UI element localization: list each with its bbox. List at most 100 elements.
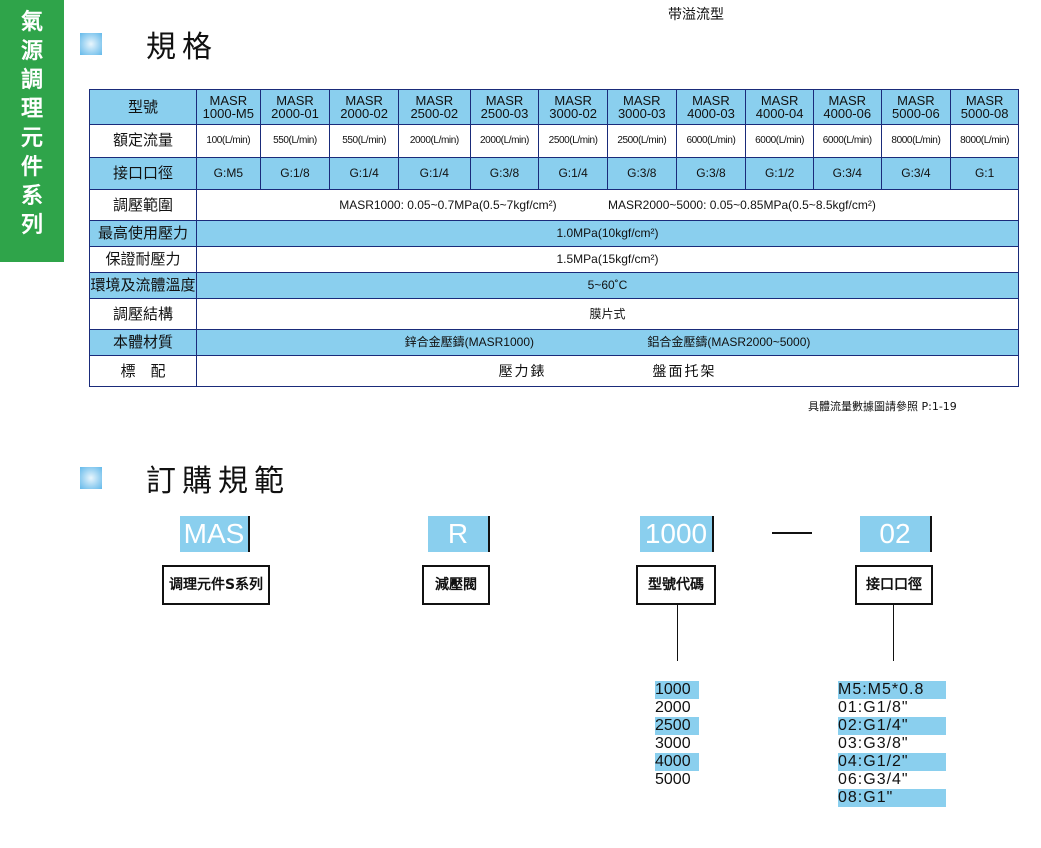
product-type-note: 带溢流型	[668, 7, 724, 23]
separator-dash	[772, 532, 812, 534]
label-regulator: 減壓閥	[422, 565, 490, 605]
list-item: 1000	[655, 681, 699, 699]
specs-section-title: 規格	[146, 30, 218, 65]
port-cell: G:3/8	[606, 156, 677, 191]
code-regulator: R	[428, 516, 490, 552]
port-cell: G:1	[950, 156, 1019, 191]
port-row: 接口口徑 G:M5 G:1/8 G:1/4 G:1/4 G:3/8 G:1/4 …	[88, 156, 1019, 191]
flow-cell: 6000(L/min)	[812, 124, 882, 158]
section-square-icon	[80, 467, 102, 489]
port-cell: G:1/4	[538, 156, 608, 191]
port-cell: G:3/4	[880, 156, 952, 191]
port-cell: G:1/4	[397, 156, 471, 191]
list-item: 03:G3/8"	[838, 735, 909, 752]
flow-chart-reference-note: 具體流量數據圖請參照 P:1-19	[808, 400, 957, 413]
flow-row: 額定流量 100(L/min) 550(L/min) 550(L/min) 20…	[88, 124, 1019, 158]
port-cell: G:3/8	[675, 156, 747, 191]
list-item: 02:G1/4"	[838, 717, 946, 735]
model-options-list: 1000 2000 2500 3000 4000 5000	[655, 681, 699, 789]
material-zinc: 鋅合金壓鑄(MASR1000)	[404, 335, 534, 350]
side-tab-char: 調	[20, 68, 43, 93]
section-square-icon	[80, 33, 102, 55]
flow-cell: 6000(L/min)	[745, 124, 814, 158]
flow-cell: 6000(L/min)	[675, 124, 747, 158]
port-cell: G:M5	[196, 156, 261, 191]
list-item: 2500	[655, 717, 699, 735]
list-item: 5000	[655, 771, 691, 788]
row-label: 保證耐壓力	[88, 245, 198, 273]
list-item: 01:G1/8"	[838, 699, 909, 716]
side-tab-char: 件	[20, 155, 43, 180]
row-label: 型號	[88, 89, 198, 125]
label-port: 接口口徑	[855, 565, 933, 605]
pressure-range-cell: MASR1000: 0.05~0.7MPa(0.5~7kgf/cm²) MASR…	[196, 189, 1019, 221]
row-label: 接口口徑	[88, 156, 198, 191]
flow-cell: 2000(L/min)	[469, 124, 540, 158]
code-model: 1000	[640, 516, 714, 552]
flow-cell: 2500(L/min)	[538, 124, 608, 158]
label-model: 型號代碼	[636, 565, 716, 605]
side-tab-char: 列	[20, 213, 43, 238]
flow-cell: 550(L/min)	[329, 124, 399, 158]
flow-cell: 8000(L/min)	[950, 124, 1019, 158]
list-item: M5:M5*0.8	[838, 681, 946, 699]
material-cell: 鋅合金壓鑄(MASR1000) 鋁合金壓鑄(MASR2000~5000)	[196, 329, 1019, 357]
flow-cell: 100(L/min)	[196, 124, 261, 158]
side-tab-char: 理	[20, 97, 43, 122]
temperature-row: 環境及流體溫度 5~60˚C	[88, 271, 1019, 299]
proof-pressure-cell: 1.5MPa(15kgf/cm²)	[196, 245, 1019, 273]
order-section-header: 訂購規範	[80, 456, 290, 500]
max-pressure-cell: 1.0MPa(10kgf/cm²)	[196, 219, 1019, 247]
flow-cell: 2500(L/min)	[606, 124, 677, 158]
range-masr1000: MASR1000: 0.05~0.7MPa(0.5~7kgf/cm²)	[339, 197, 557, 212]
temperature-cell: 5~60˚C	[196, 271, 1019, 299]
side-tab-char: 元	[20, 126, 43, 151]
accessory-pressure-gauge: 壓力錶	[498, 362, 547, 379]
port-options-list: M5:M5*0.8 01:G1/8" 02:G1/4" 03:G3/8" 04:…	[838, 681, 946, 807]
model-connector-line	[677, 605, 678, 661]
port-cell: G:1/8	[259, 156, 331, 191]
row-label: 環境及流體溫度	[88, 271, 198, 299]
port-cell: G:1/2	[745, 156, 814, 191]
max-pressure-row: 最高使用壓力 1.0MPa(10kgf/cm²)	[88, 219, 1019, 247]
material-aluminium: 鋁合金壓鑄(MASR2000~5000)	[647, 335, 811, 350]
list-item: 06:G3/4"	[838, 771, 909, 788]
list-item: 4000	[655, 753, 699, 771]
accessory-row: 標 配 壓力錶 盤面托架	[88, 355, 1019, 387]
specs-section-header: 規格	[80, 22, 218, 66]
structure-row: 調壓結構 膜片式	[88, 297, 1019, 331]
port-cell: G:1/4	[329, 156, 399, 191]
row-label: 額定流量	[88, 124, 198, 158]
row-label: 調壓範圍	[88, 189, 198, 221]
list-item: 08:G1"	[838, 789, 946, 807]
list-item: 04:G1/2"	[838, 753, 946, 771]
accessory-panel-bracket: 盤面托架	[652, 362, 717, 379]
label-series: 调理元件S系列	[162, 565, 270, 605]
flow-cell: 8000(L/min)	[880, 124, 952, 158]
structure-cell: 膜片式	[196, 297, 1019, 331]
side-tab-char: 氣	[20, 10, 43, 35]
category-side-tab: 氣 源 調 理 元 件 系 列	[0, 0, 64, 262]
range-masr2000-5000: MASR2000~5000: 0.05~0.85MPa(0.5~8.5kgf/c…	[608, 197, 876, 212]
row-label: 最高使用壓力	[88, 219, 198, 247]
proof-pressure-row: 保證耐壓力 1.5MPa(15kgf/cm²)	[88, 245, 1019, 273]
accessory-cell: 壓力錶 盤面托架	[196, 355, 1019, 387]
list-item: 2000	[655, 699, 691, 716]
side-tab-char: 系	[20, 184, 43, 209]
side-tab-char: 源	[20, 39, 43, 64]
flow-cell: 2000(L/min)	[397, 124, 471, 158]
code-series: MAS	[180, 516, 250, 552]
